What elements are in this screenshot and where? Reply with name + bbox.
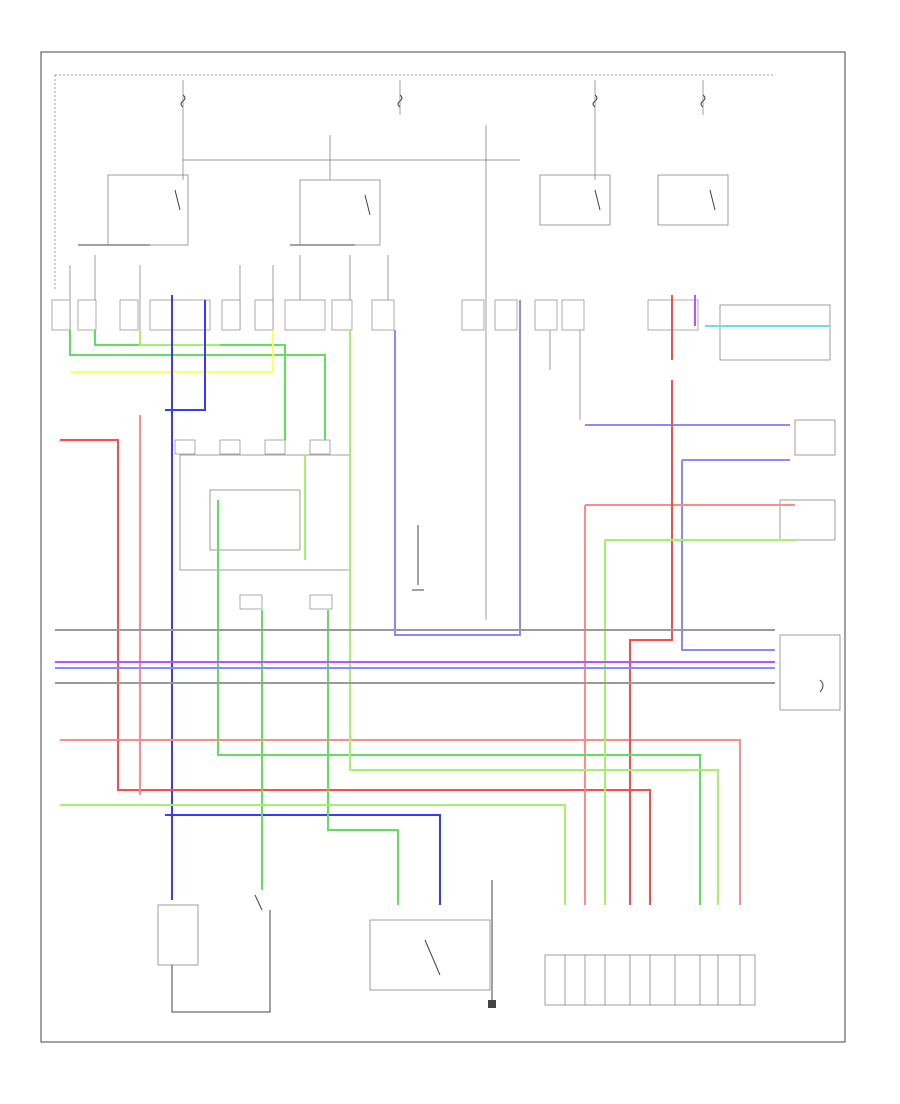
conn-10 <box>461 299 485 331</box>
wire-red-3 <box>584 504 795 905</box>
wire-lime-3 <box>60 804 566 905</box>
conn-9 <box>371 299 395 331</box>
fan-relay-contact <box>424 939 441 976</box>
wire-blue-2 <box>165 300 206 411</box>
fuse-symbol-4 <box>700 94 706 108</box>
relay-module-inner <box>209 489 301 551</box>
relay-blocks <box>107 174 729 246</box>
fuse-symbols <box>180 94 706 108</box>
diagram-frame <box>40 51 846 1043</box>
sensor-box <box>779 499 836 541</box>
wire-blue-3 <box>165 814 441 905</box>
fuse-symbol-1 <box>180 94 186 108</box>
mod-conn-4 <box>309 439 331 455</box>
pressure-switch-box <box>794 419 836 456</box>
wire-green-2 <box>94 330 286 440</box>
relay-2-contact <box>364 194 371 216</box>
conn-5 <box>221 299 241 331</box>
relay-4 <box>657 174 729 226</box>
relay-1 <box>107 174 189 246</box>
conn-12 <box>534 299 558 331</box>
mod-conn-1 <box>174 439 196 455</box>
relay-4-contact <box>709 189 716 211</box>
ground-symbol-bottom <box>488 1000 496 1008</box>
conn-7 <box>284 299 326 331</box>
relay-contacts <box>174 189 716 216</box>
relay-module-box <box>179 454 351 571</box>
wire-red-main <box>60 439 651 905</box>
relay-2 <box>299 179 381 246</box>
relay-1-contact <box>174 189 181 211</box>
wire-lightblue-3 <box>681 459 790 651</box>
ecm-box <box>779 634 841 711</box>
wire-yellow <box>70 330 274 373</box>
relay-3 <box>539 174 611 226</box>
bottom-ground-1 <box>171 910 271 1013</box>
relay-module-connectors <box>174 439 333 610</box>
wire-lightblue-1 <box>394 300 521 636</box>
wire-red-4 <box>60 739 741 905</box>
conn-4 <box>149 299 211 331</box>
fuse-group <box>182 80 704 180</box>
relay-3-contact <box>594 189 601 211</box>
wire-lime-1 <box>139 330 220 346</box>
ecm-switch <box>819 679 824 693</box>
mod-conn-5 <box>239 594 263 610</box>
radiator-fan-relay-box <box>369 919 491 991</box>
wire-red-5 <box>629 380 673 905</box>
switch-contact-1 <box>254 894 263 911</box>
fuse-symbol-2 <box>397 94 403 108</box>
conn-6 <box>254 299 274 331</box>
conn-13 <box>561 299 585 331</box>
fuse-symbol-3 <box>592 94 598 108</box>
compressor-clutch-box <box>719 304 831 361</box>
blower-relay-box <box>157 904 199 966</box>
wire-green-1 <box>69 330 326 440</box>
conn-11 <box>494 299 518 331</box>
conn-1 <box>51 299 71 331</box>
mod-conn-6 <box>309 594 333 610</box>
connector-boxes-row1 <box>51 299 699 331</box>
wire-lime-2 <box>349 330 719 905</box>
mod-conn-2 <box>219 439 241 455</box>
wire-green-3 <box>217 500 701 905</box>
wire-lime-4 <box>604 539 795 905</box>
conn-8 <box>331 299 353 331</box>
conn-2 <box>77 299 97 331</box>
colored-wires <box>55 295 795 905</box>
conn-3 <box>119 299 139 331</box>
mod-conn-3 <box>264 439 286 455</box>
data-link-pins <box>564 955 741 1005</box>
wire-green-5 <box>327 610 399 905</box>
